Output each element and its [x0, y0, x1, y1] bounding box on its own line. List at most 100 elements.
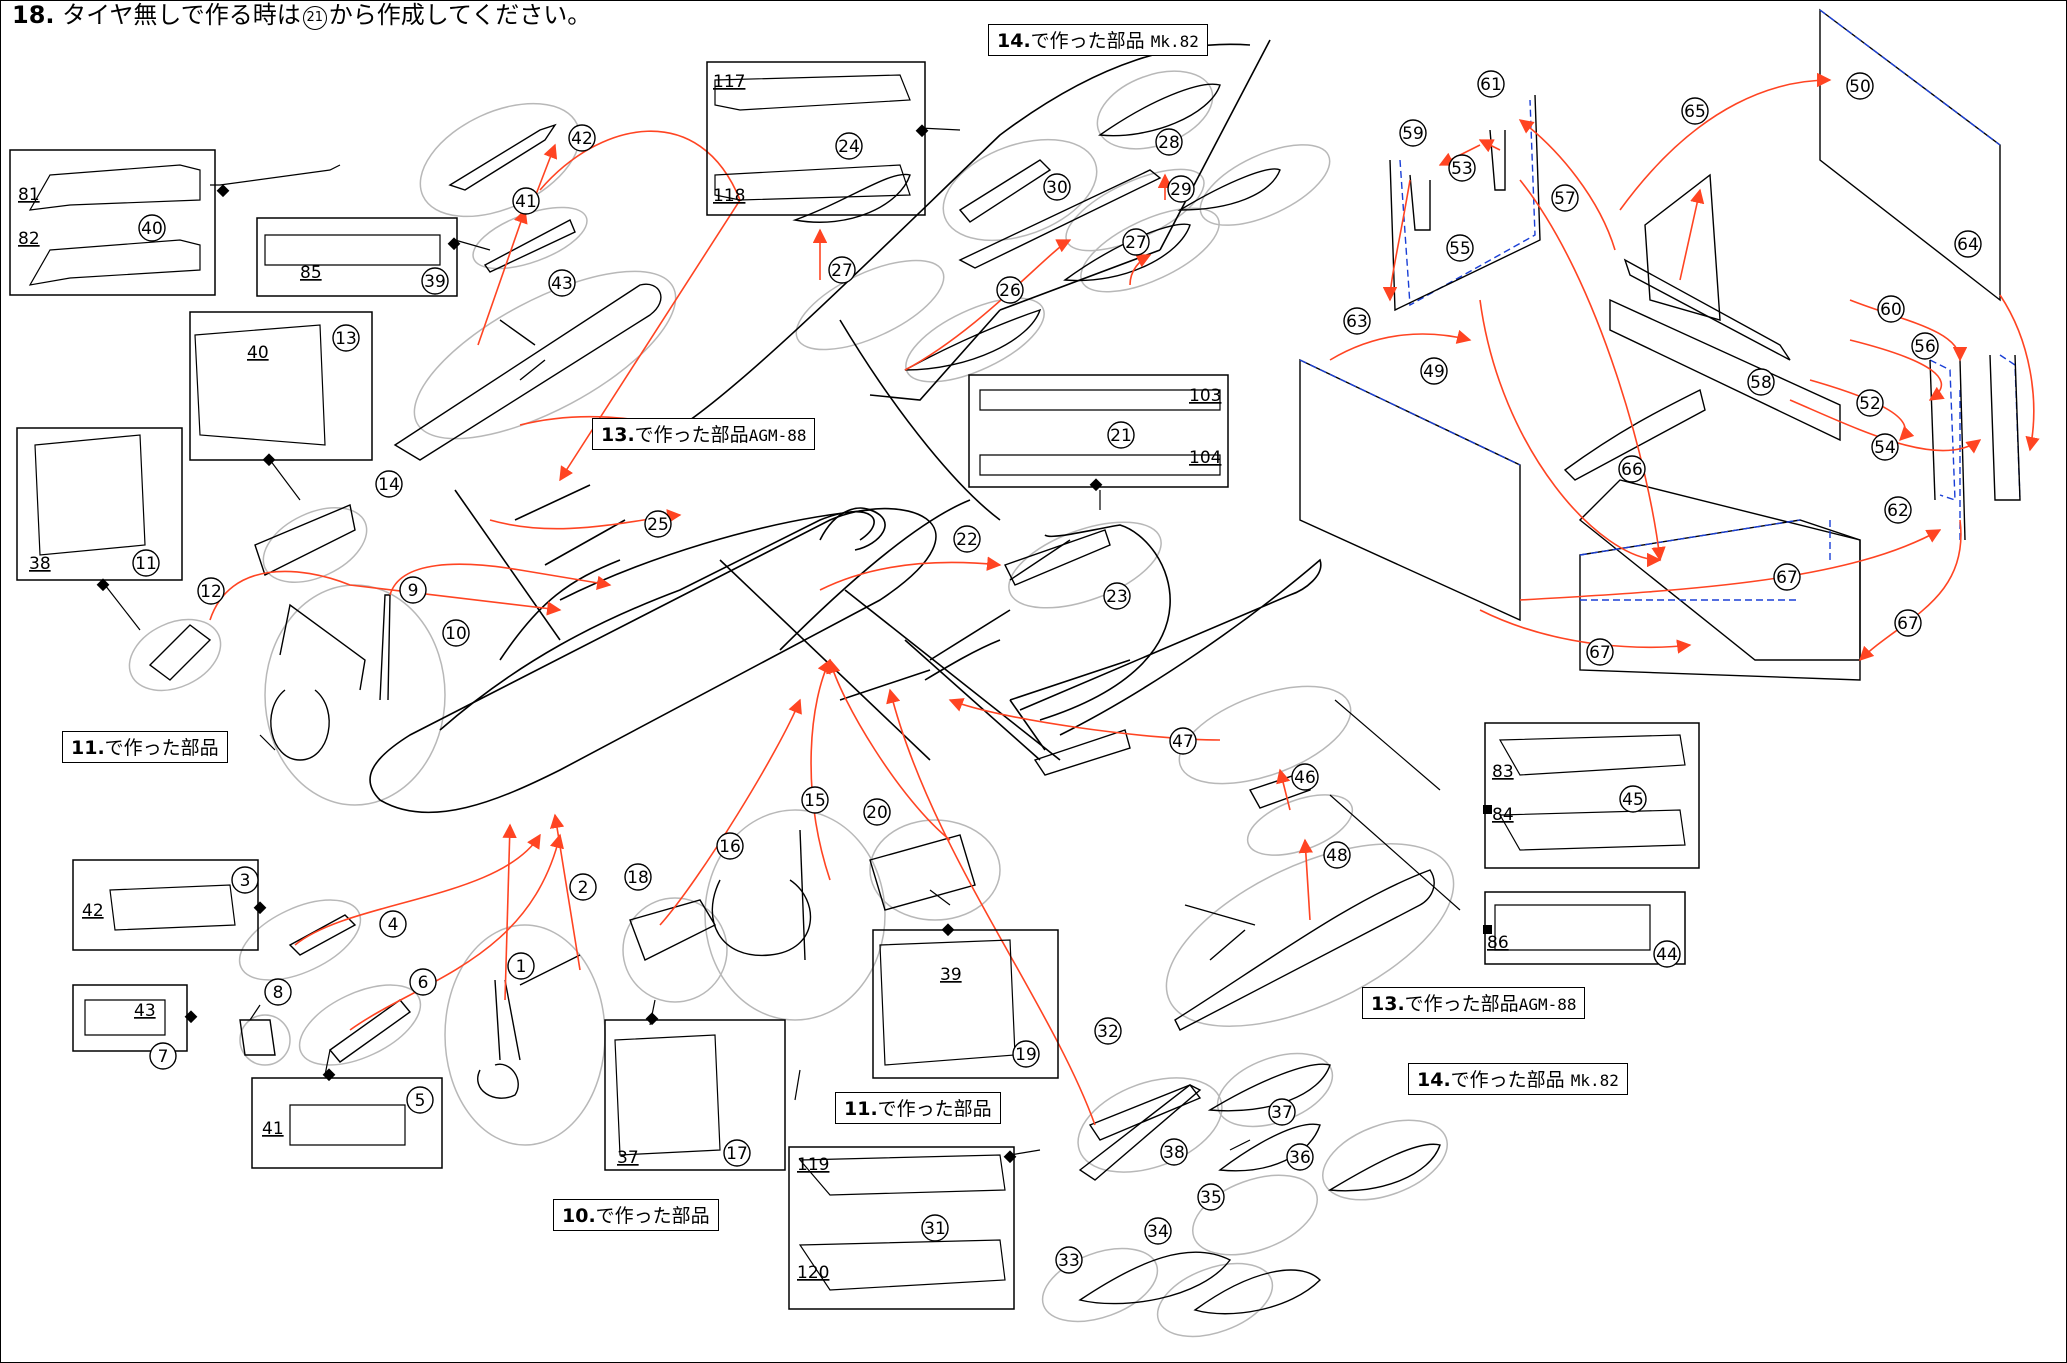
- step-label-circle: [1268, 1098, 1296, 1126]
- part-number: 41: [262, 1119, 284, 1139]
- part-number: 39: [940, 965, 962, 985]
- step-label: 56: [1911, 332, 1939, 360]
- step-label-text: 40: [141, 219, 163, 239]
- step-label: 32: [1094, 1017, 1122, 1045]
- step-label-circle: [1160, 1138, 1188, 1166]
- step-label: 62: [1884, 496, 1912, 524]
- reference-suffix: AGM-88: [1518, 995, 1577, 1014]
- step-label: 40: [138, 214, 166, 242]
- step-label-circle: [1094, 1017, 1122, 1045]
- part-number: 43: [134, 1001, 156, 1021]
- step-label-text: 17: [726, 1144, 748, 1164]
- step-label-text: 67: [1897, 614, 1919, 634]
- step-label-circle: [379, 910, 407, 938]
- step-label-circle: [996, 276, 1024, 304]
- step-label: 49: [1420, 357, 1448, 385]
- step-label: 46: [1291, 763, 1319, 791]
- part-number: 119: [797, 1155, 829, 1175]
- step-label-text: 57: [1554, 189, 1576, 209]
- reference-box: 11.で作った部品: [835, 1092, 1001, 1124]
- step-label-text: 1: [516, 957, 527, 977]
- step-label-text: 30: [1046, 178, 1068, 198]
- step-label-circle: [863, 798, 891, 826]
- step-label: 60: [1877, 295, 1905, 323]
- step-label-text: 5: [415, 1091, 426, 1111]
- step-label-text: 26: [999, 281, 1021, 301]
- step-label-text: 62: [1887, 501, 1909, 521]
- step-label-circle: [1856, 389, 1884, 417]
- step-label-text: 46: [1294, 768, 1316, 788]
- leader-lines: [104, 127, 1461, 1156]
- step-label: 17: [723, 1139, 751, 1167]
- step-label-circle: [1107, 421, 1135, 449]
- step-label-text: 54: [1874, 438, 1896, 458]
- step-label-circle: [1399, 119, 1427, 147]
- step-label-text: 67: [1589, 643, 1611, 663]
- step-label: 26: [996, 276, 1024, 304]
- step-label-text: 28: [1158, 133, 1180, 153]
- step-label-text: 33: [1058, 1251, 1080, 1271]
- step-label: 66: [1618, 455, 1646, 483]
- reference-step: 11.: [71, 737, 105, 759]
- part-number: 84: [1492, 805, 1514, 825]
- step-label-circle: [921, 1214, 949, 1242]
- reference-step: 11.: [844, 1098, 878, 1120]
- reference-step: 14.: [1417, 1069, 1451, 1091]
- step-label-circle: [1911, 332, 1939, 360]
- step-label-text: 43: [551, 274, 573, 294]
- step-label: 55: [1446, 234, 1474, 262]
- reference-box: 11.で作った部品: [62, 731, 228, 763]
- step-label-circle: [442, 619, 470, 647]
- step-label-circle: [512, 187, 540, 215]
- step-label: 34: [1144, 1217, 1172, 1245]
- step-label-circle: [624, 863, 652, 891]
- step-label-text: 66: [1621, 460, 1643, 480]
- step-label: 15: [801, 786, 829, 814]
- step-label-circle: [1169, 727, 1197, 755]
- part-number: 40: [247, 343, 269, 363]
- step-label-circle: [644, 510, 672, 538]
- step-label-text: 31: [924, 1219, 946, 1239]
- step-label-text: 27: [831, 261, 853, 281]
- step-label-text: 64: [1957, 235, 1979, 255]
- step-label: 22: [953, 525, 981, 553]
- step-label-circle: [1155, 128, 1183, 156]
- step-label-circle: [1747, 368, 1775, 396]
- step-label-text: 14: [378, 475, 400, 495]
- step-label-circle: [1286, 1143, 1314, 1171]
- step-label: 6: [409, 968, 437, 996]
- step-label-text: 45: [1622, 790, 1644, 810]
- step-label-circle: [197, 577, 225, 605]
- step-label-circle: [406, 1086, 434, 1114]
- step-label: 8: [264, 978, 292, 1006]
- step-label-circle: [1323, 841, 1351, 869]
- step-number: 18.: [12, 1, 55, 29]
- step-label: 48: [1323, 841, 1351, 869]
- step-label-text: 25: [647, 515, 669, 535]
- step-label-text: 59: [1402, 124, 1424, 144]
- step-label: 42: [568, 124, 596, 152]
- part-number: 42: [82, 901, 104, 921]
- heading-text-1: タイヤ無しで作る時は: [62, 1, 301, 29]
- step-label-text: 63: [1346, 312, 1368, 332]
- step-label-text: 32: [1097, 1022, 1119, 1042]
- step-label: 63: [1343, 307, 1371, 335]
- inset-boxes: [9, 61, 1700, 1310]
- step-label: 5: [406, 1086, 434, 1114]
- step-label: 59: [1399, 119, 1427, 147]
- step-label-circle: [1477, 70, 1505, 98]
- step-label: 50: [1846, 72, 1874, 100]
- reference-text: で作った部品: [595, 1205, 710, 1227]
- reference-text: で作った部品: [877, 1098, 992, 1120]
- step-label: 4: [379, 910, 407, 938]
- step-label-text: 20: [866, 803, 888, 823]
- step-label-circle: [409, 968, 437, 996]
- step-label: 61: [1477, 70, 1505, 98]
- step-label-text: 60: [1880, 300, 1902, 320]
- step-label-circle: [835, 132, 863, 160]
- part-number: 103: [1189, 386, 1221, 406]
- step-label-text: 37: [1271, 1103, 1293, 1123]
- step-label: 21: [1107, 421, 1135, 449]
- step-label-circle: [1420, 357, 1448, 385]
